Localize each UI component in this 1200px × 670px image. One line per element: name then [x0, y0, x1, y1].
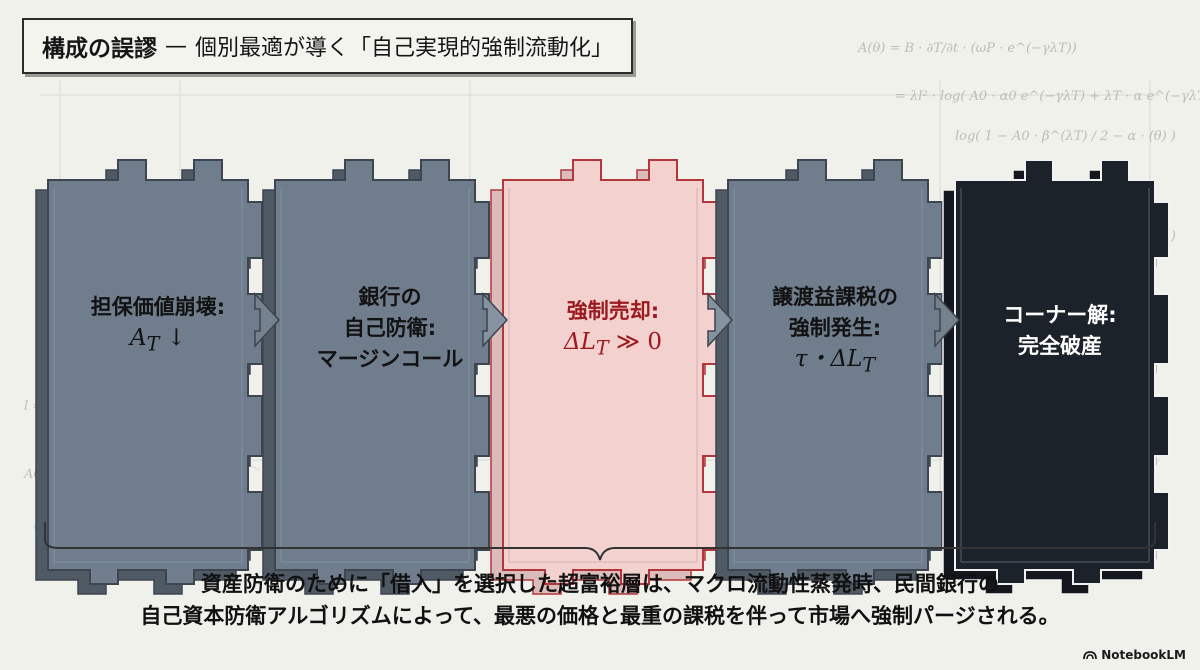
notebooklm-logo-icon — [1083, 651, 1098, 660]
block-math: τ・ΔLT — [794, 346, 876, 377]
caption-line-1: 資産防衛のために「借入」を選択した超富裕層は、マクロ流動性蒸発時、民間銀行の — [201, 572, 999, 596]
block-line: 完全破産 — [1018, 334, 1102, 358]
process-block-bank-defense — [262, 159, 490, 595]
svg-text:log( 1 − A0 · β^(λT) / 2 − α ·: log( 1 − A0 · β^(λT) / 2 − α · (θ) ) — [955, 129, 1176, 144]
block-label-corner-solution: コーナー解: 完全破産 — [960, 300, 1160, 362]
process-block-capital-gains-tax — [715, 159, 943, 595]
title-dash: — — [165, 33, 187, 59]
block-line: 強制発生: — [788, 316, 882, 340]
blocks-layer — [35, 159, 1170, 595]
block-line: 譲渡益課税の — [772, 285, 898, 309]
block-line: 銀行の — [358, 285, 422, 309]
caption-line-2: 自己資本防衛アルゴリズムによって、最悪の価格と最重の課税を伴って市場へ強制パージ… — [140, 604, 1060, 628]
block-line: コーナー解: — [1003, 303, 1117, 327]
block-line: 担保価値崩壊: — [90, 295, 226, 319]
brand-mark: NotebookLM — [1083, 648, 1186, 662]
block-line: 強制売却: — [566, 299, 660, 323]
block-label-collateral: 担保価値崩壊: AT ↓ — [58, 292, 258, 360]
block-math: AT ↓ — [130, 325, 186, 356]
title-banner: 構成の誤謬 — 個別最適が導く「自己実現的強制流動化」 — [22, 18, 634, 74]
flow-arrow-4 — [934, 292, 961, 348]
block-label-bank-defense: 銀行の 自己防衛: マージンコール — [290, 282, 490, 375]
summary-caption: 資産防衛のために「借入」を選択した超富裕層は、マクロ流動性蒸発時、民間銀行の 自… — [60, 568, 1140, 632]
process-block-collateral — [35, 159, 263, 595]
block-label-capital-gains-tax: 譲渡益課税の 強制発生: τ・ΔLT — [735, 282, 935, 381]
flow-arrow-2 — [482, 292, 509, 348]
flow-arrow-1 — [254, 292, 281, 348]
title-subtitle: 個別最適が導く「自己実現的強制流動化」 — [195, 36, 614, 61]
process-block-forced-sale — [490, 159, 718, 595]
arrows-layer — [254, 292, 961, 348]
flow-arrow-3 — [707, 292, 734, 348]
brand-name: NotebookLM — [1101, 648, 1186, 662]
block-math: ΔLT ≫ 0 — [563, 329, 662, 360]
svg-text:= λl² · log( A0 · α0 e^(−γλT): = λl² · log( A0 · α0 e^(−γλT) + λT · α e… — [895, 89, 1200, 104]
block-label-forced-sale: 強制売却: ΔLT ≫ 0 — [513, 296, 713, 364]
svg-text:A(θ) = B · ∂T/∂t · (ωP · e^(−γ: A(θ) = B · ∂T/∂t · (ωP · e^(−γλT)) — [857, 41, 1077, 56]
title-main: 構成の誤謬 — [42, 36, 157, 62]
block-line: 自己防衛: — [343, 316, 437, 340]
summary-bracket — [44, 522, 1156, 561]
process-block-corner-solution — [942, 159, 1170, 595]
block-line: マージンコール — [316, 347, 464, 371]
